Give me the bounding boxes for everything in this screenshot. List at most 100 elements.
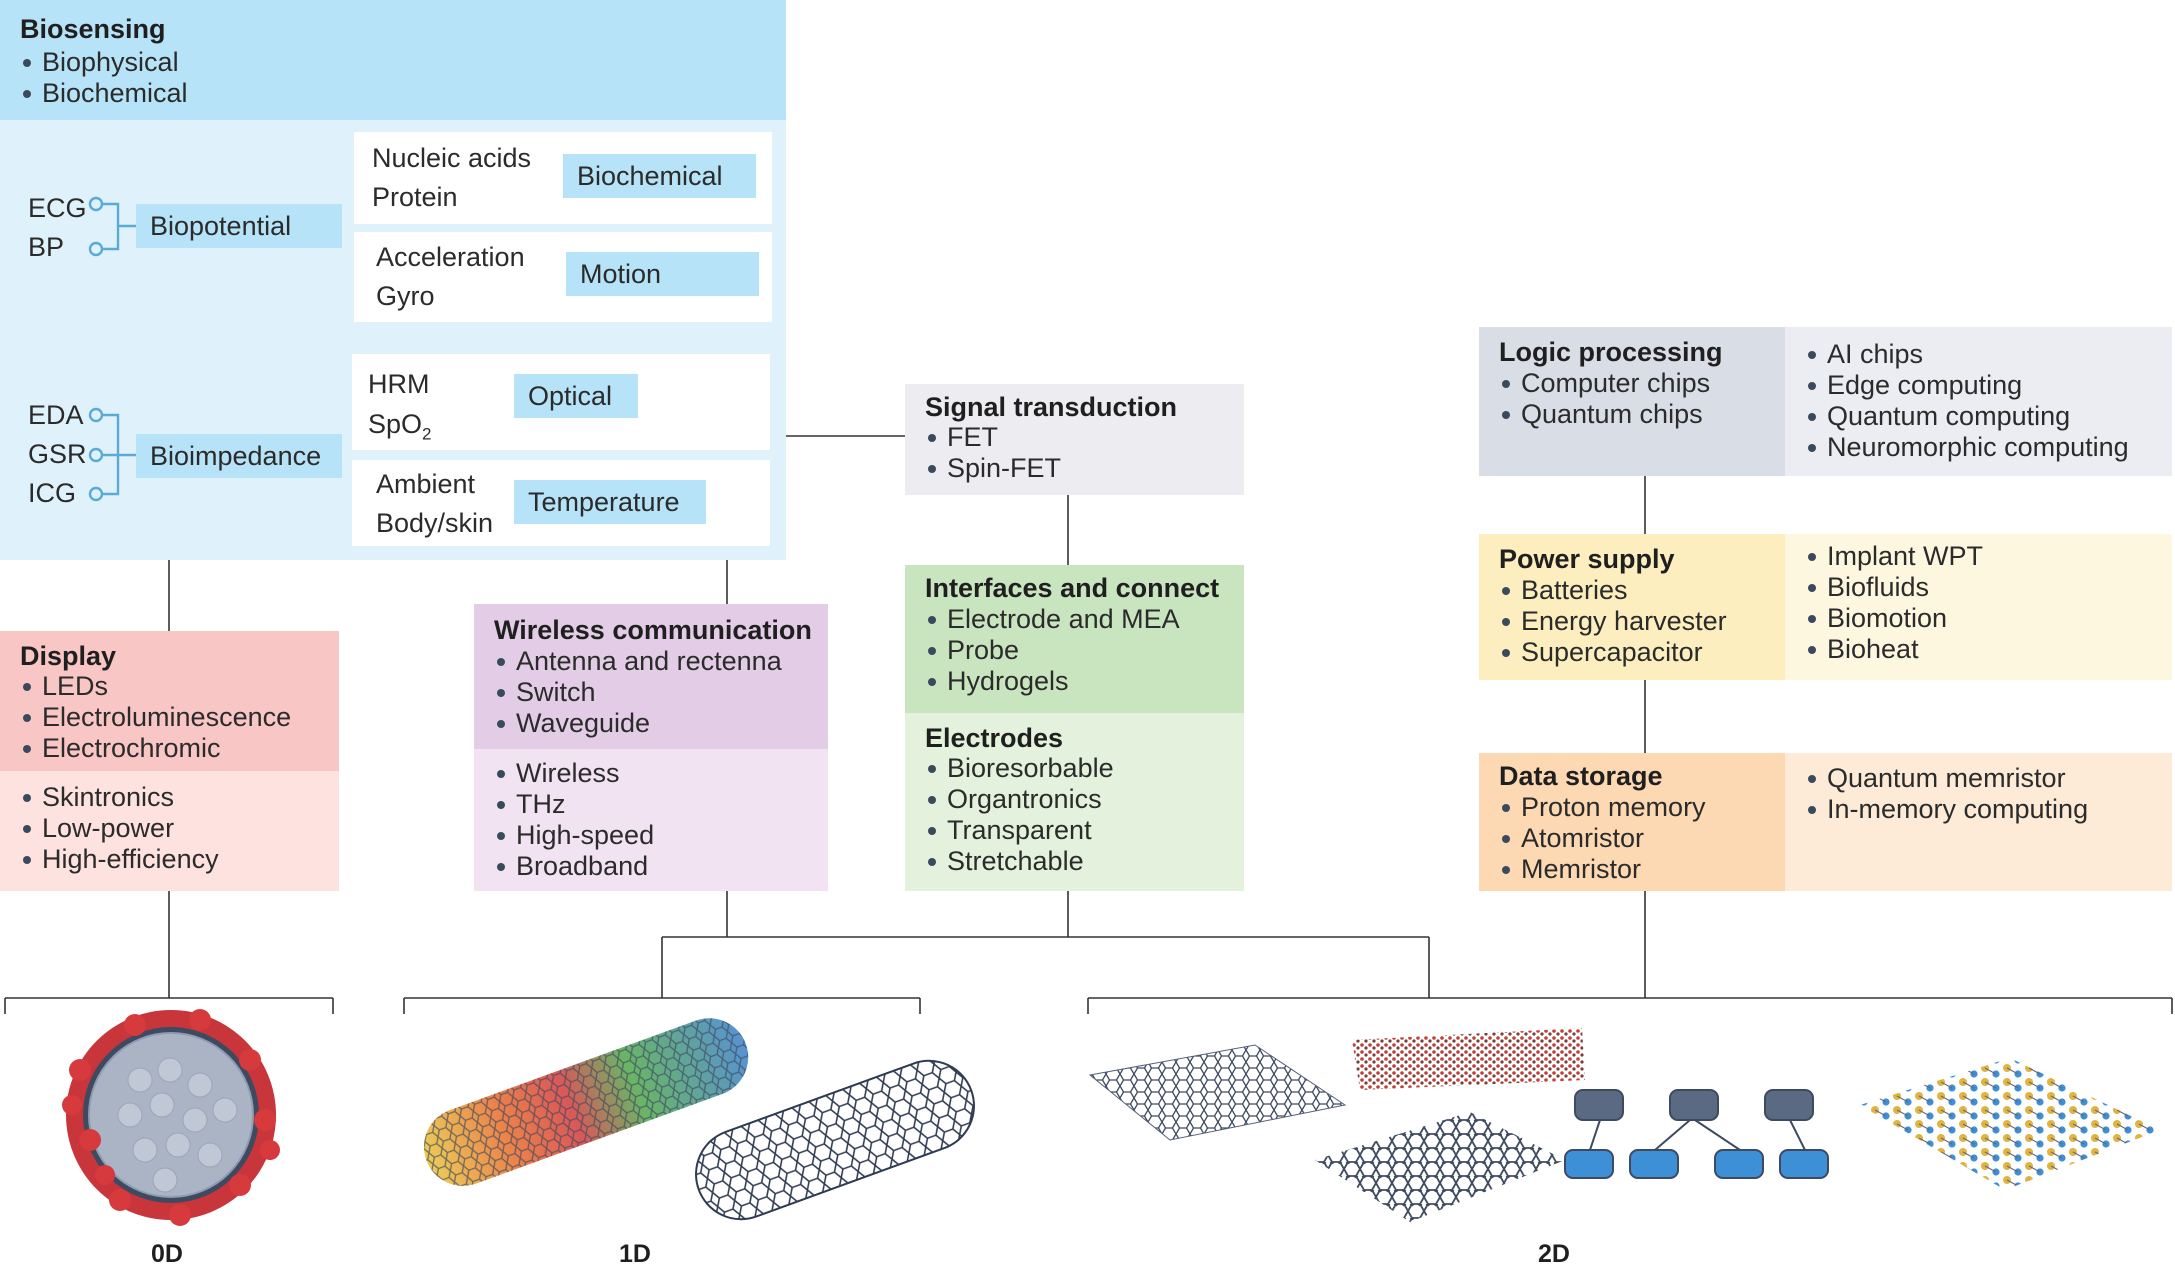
electrodes-box <box>905 713 1244 891</box>
storage-header <box>1479 753 1785 891</box>
interfaces-title: Interfaces and connect <box>925 573 1220 603</box>
list-item: Supercapacitor <box>1499 637 1727 668</box>
list-item: Bioheat <box>1805 634 1983 665</box>
display-header <box>0 631 339 771</box>
storage-features: Quantum memristor In-memory computing <box>1805 763 2088 825</box>
bp-label: BP <box>28 232 65 262</box>
list-item: Antenna and rectenna <box>494 646 782 677</box>
biosensing-title: Biosensing <box>20 14 166 44</box>
signal-title: Signal transduction <box>925 392 1178 422</box>
storage-title: Data storage <box>1499 761 1663 791</box>
optical-line: SpO2 <box>368 409 432 444</box>
list-item: THz <box>494 789 654 820</box>
list-item: Wireless <box>494 758 654 789</box>
display-list: LEDs Electroluminescence Electrochromic <box>20 671 291 764</box>
gsr-label: GSR <box>28 439 87 469</box>
list-item: Skintronics <box>20 782 219 813</box>
list-item: Neuromorphic computing <box>1805 432 2129 463</box>
list-item: Organtronics <box>925 784 1114 815</box>
power-title: Power supply <box>1499 544 1675 574</box>
biopotential-tag: Biopotential <box>136 204 342 248</box>
list-item: Transparent <box>925 815 1114 846</box>
logic-title: Logic processing <box>1499 337 1723 367</box>
wireless-list: Antenna and rectenna Switch Waveguide <box>494 646 782 739</box>
list-item: Implant WPT <box>1805 541 1983 572</box>
optical-line: HRM <box>368 369 430 399</box>
display-title: Display <box>20 641 117 671</box>
list-item: High-speed <box>494 820 654 851</box>
list-item: Electrode and MEA <box>925 604 1180 635</box>
mos2-illustration <box>1860 1058 2160 1190</box>
motion-line: Gyro <box>376 281 435 311</box>
signal-box <box>905 384 1244 495</box>
dimension-label-1d: 1D <box>619 1240 651 1268</box>
list-item: Biomotion <box>1805 603 1983 634</box>
logic-header <box>1479 327 1785 476</box>
list-item: In-memory computing <box>1805 794 2088 825</box>
bioimpedance-tag: Bioimpedance <box>136 434 342 478</box>
list-item: Spin-FET <box>925 453 1061 484</box>
list-item: Biochemical <box>20 78 188 109</box>
wireless-body <box>474 749 828 891</box>
list-item: Proton memory <box>1499 792 1706 823</box>
list-item: Quantum memristor <box>1805 763 2088 794</box>
dimension-label-0d: 0D <box>151 1240 183 1268</box>
list-item: Biofluids <box>1805 572 1983 603</box>
logic-list: Computer chips Quantum chips <box>1499 368 1710 430</box>
list-item: Bioresorbable <box>925 753 1114 784</box>
list-item: Switch <box>494 677 782 708</box>
motion-tag: Motion <box>566 252 759 296</box>
display-features: Skintronics Low-power High-efficiency <box>20 782 219 875</box>
list-item: Computer chips <box>1499 368 1710 399</box>
list-item: Electroluminescence <box>20 702 291 733</box>
quantum-dot-illustration <box>62 1009 280 1226</box>
electrodes-title: Electrodes <box>925 723 1064 753</box>
display-body <box>0 771 339 891</box>
list-item: Electrochromic <box>20 733 291 764</box>
optical-tag: Optical <box>514 374 638 418</box>
motion-line: Acceleration <box>376 242 525 272</box>
list-item: High-efficiency <box>20 844 219 875</box>
dimension-label-2d: 2D <box>1538 1240 1570 1268</box>
electrodes-list: Bioresorbable Organtronics Transparent S… <box>925 753 1114 877</box>
logic-body <box>1785 327 2172 476</box>
power-list: Batteries Energy harvester Supercapacito… <box>1499 575 1727 668</box>
power-body <box>1785 534 2172 680</box>
list-item: Edge computing <box>1805 370 2129 401</box>
list-item: Hydrogels <box>925 666 1180 697</box>
list-item: Batteries <box>1499 575 1727 606</box>
icg-label: ICG <box>28 478 77 508</box>
storage-list: Proton memory Atomristor Memristor <box>1499 792 1706 885</box>
layered-material-illustration <box>1564 1089 1829 1179</box>
list-item: Probe <box>925 635 1180 666</box>
wireless-title: Wireless communication <box>494 615 812 645</box>
biosensing-header <box>0 0 786 120</box>
biochemical-line: Nucleic acids <box>372 143 532 173</box>
biosensing-list: Biophysical Biochemical <box>20 47 188 109</box>
nanotube-illustration <box>423 1018 975 1221</box>
wireless-header <box>474 604 828 749</box>
list-item: Memristor <box>1499 854 1706 885</box>
list-item: Low-power <box>20 813 219 844</box>
interfaces-box <box>905 565 1244 713</box>
list-item: Energy harvester <box>1499 606 1727 637</box>
power-features: Implant WPT Biofluids Biomotion Bioheat <box>1805 541 1983 665</box>
list-item: Biophysical <box>20 47 188 78</box>
logic-features: AI chips Edge computing Quantum computin… <box>1805 339 2129 463</box>
list-item: Stretchable <box>925 846 1114 877</box>
interfaces-list: Electrode and MEA Probe Hydrogels <box>925 604 1180 697</box>
biochemical-tag: Biochemical <box>563 154 756 198</box>
signal-list: FET Spin-FET <box>925 422 1061 484</box>
eda-label: EDA <box>28 400 84 430</box>
list-item: LEDs <box>20 671 291 702</box>
storage-body <box>1785 753 2172 891</box>
list-item: FET <box>925 422 1061 453</box>
list-item: Atomristor <box>1499 823 1706 854</box>
temperature-line: Ambient <box>376 469 476 499</box>
wireless-features: Wireless THz High-speed Broadband <box>494 758 654 882</box>
biochemical-line: Protein <box>372 182 458 212</box>
list-item: AI chips <box>1805 339 2129 370</box>
list-item: Waveguide <box>494 708 782 739</box>
ecg-label: ECG <box>28 193 87 223</box>
